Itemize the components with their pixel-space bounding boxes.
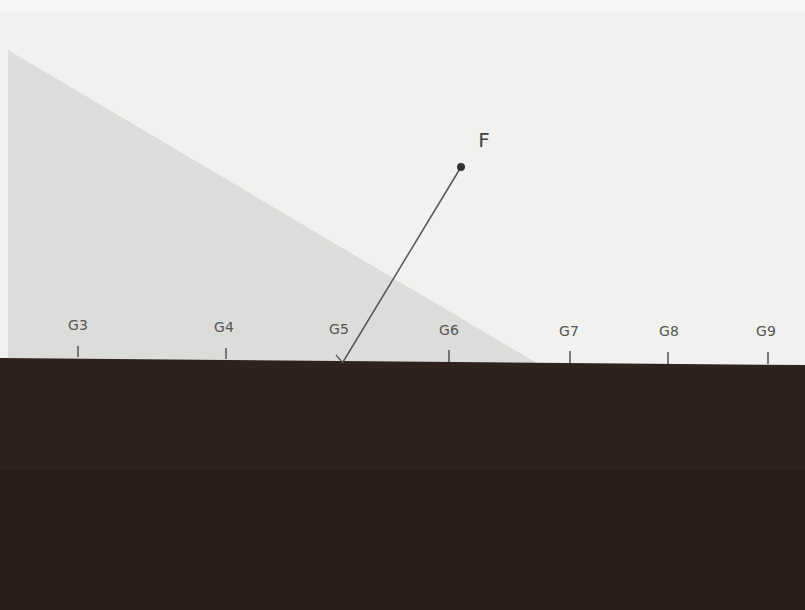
- tick-label: G4: [214, 320, 234, 334]
- tick-label: G5: [329, 322, 349, 336]
- point-label: F: [478, 130, 490, 150]
- tick-label: G9: [756, 324, 776, 338]
- tick-label: G3: [68, 318, 88, 332]
- tick-label: G7: [559, 324, 579, 338]
- tick-label: G6: [439, 323, 459, 337]
- tick-label: G8: [659, 324, 679, 338]
